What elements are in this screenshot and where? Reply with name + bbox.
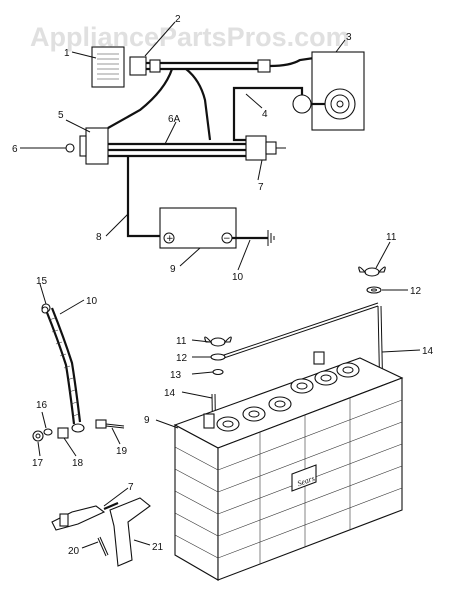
callout-10-strap: 10 [86, 296, 98, 307]
callout-17: 17 [32, 458, 44, 469]
callout-5: 5 [58, 110, 64, 121]
spade-connector-part [51, 501, 119, 531]
leader-lines [20, 21, 421, 549]
screw-part [97, 537, 107, 557]
callout-14-left: 14 [164, 388, 176, 399]
callout-16: 16 [36, 400, 48, 411]
callout-12-left: 12 [176, 353, 188, 364]
callout-11-left: 11 [176, 336, 187, 347]
callout-9: 9 [170, 264, 176, 275]
cable-clamp-part [57, 427, 69, 439]
harness-branch-wire [107, 68, 174, 129]
callout-15: 15 [36, 276, 48, 287]
callout-20: 20 [68, 546, 80, 557]
battery-part: Sears [173, 351, 404, 581]
battery-terminal-left [203, 413, 215, 429]
negative-terminal-symbol: − [223, 234, 231, 244]
callout-3: 3 [346, 32, 352, 43]
lock-washer-part [212, 368, 224, 376]
callout-8: 8 [96, 232, 102, 243]
washer-part [366, 286, 382, 294]
callout-labels: 1 2 3 4 5 6 6A 7 8 9 10 11 12 13 14 15 1… [12, 14, 434, 557]
callout-9-battery: 9 [144, 415, 150, 426]
callout-6: 6 [12, 144, 18, 155]
watermark-text: AppliancePartsPros.com [30, 22, 350, 52]
hold-down-rod-part [217, 305, 379, 361]
solenoid-connector-part [245, 135, 286, 161]
callout-12: 12 [410, 286, 422, 297]
callout-7-connector: 7 [128, 482, 134, 493]
wing-nut-part [358, 266, 386, 277]
callout-10: 10 [232, 272, 244, 283]
lock-washer-small-part [43, 428, 53, 436]
bolt-part [95, 419, 125, 429]
harness-drop-wire [185, 68, 212, 141]
ground-strap-part [41, 303, 85, 433]
starter-wire-part [232, 86, 304, 142]
wiring-schematic: + − [58, 46, 365, 249]
callout-11: 11 [386, 232, 397, 243]
callout-7: 7 [258, 182, 264, 193]
callout-1: 1 [64, 48, 70, 59]
battery-lead-part [126, 156, 162, 238]
hex-nut-part [32, 430, 44, 442]
decal-card-part [91, 46, 125, 88]
battery-terminal-right [313, 351, 325, 365]
callout-19: 19 [116, 446, 128, 457]
battery-schematic-part: + − [159, 207, 237, 249]
callout-13: 13 [170, 370, 182, 381]
callout-6a: 6A [168, 114, 181, 125]
battery-cell-caps [216, 362, 360, 432]
loose-parts [32, 303, 151, 567]
positive-terminal-symbol: + [166, 234, 174, 244]
key-switch-part [58, 127, 109, 165]
callout-14: 14 [422, 346, 434, 357]
ground-lead-part [232, 230, 275, 246]
main-cable-part [108, 142, 250, 158]
callout-2: 2 [175, 14, 181, 25]
starter-motor-part [292, 51, 365, 131]
washer-left-part [210, 353, 226, 361]
callout-21: 21 [152, 542, 164, 553]
callout-4: 4 [262, 109, 268, 120]
wire-harness-part [129, 56, 315, 76]
callout-18: 18 [72, 458, 84, 469]
mounting-bracket-part [109, 497, 151, 567]
wing-nut-left-part [204, 336, 232, 347]
